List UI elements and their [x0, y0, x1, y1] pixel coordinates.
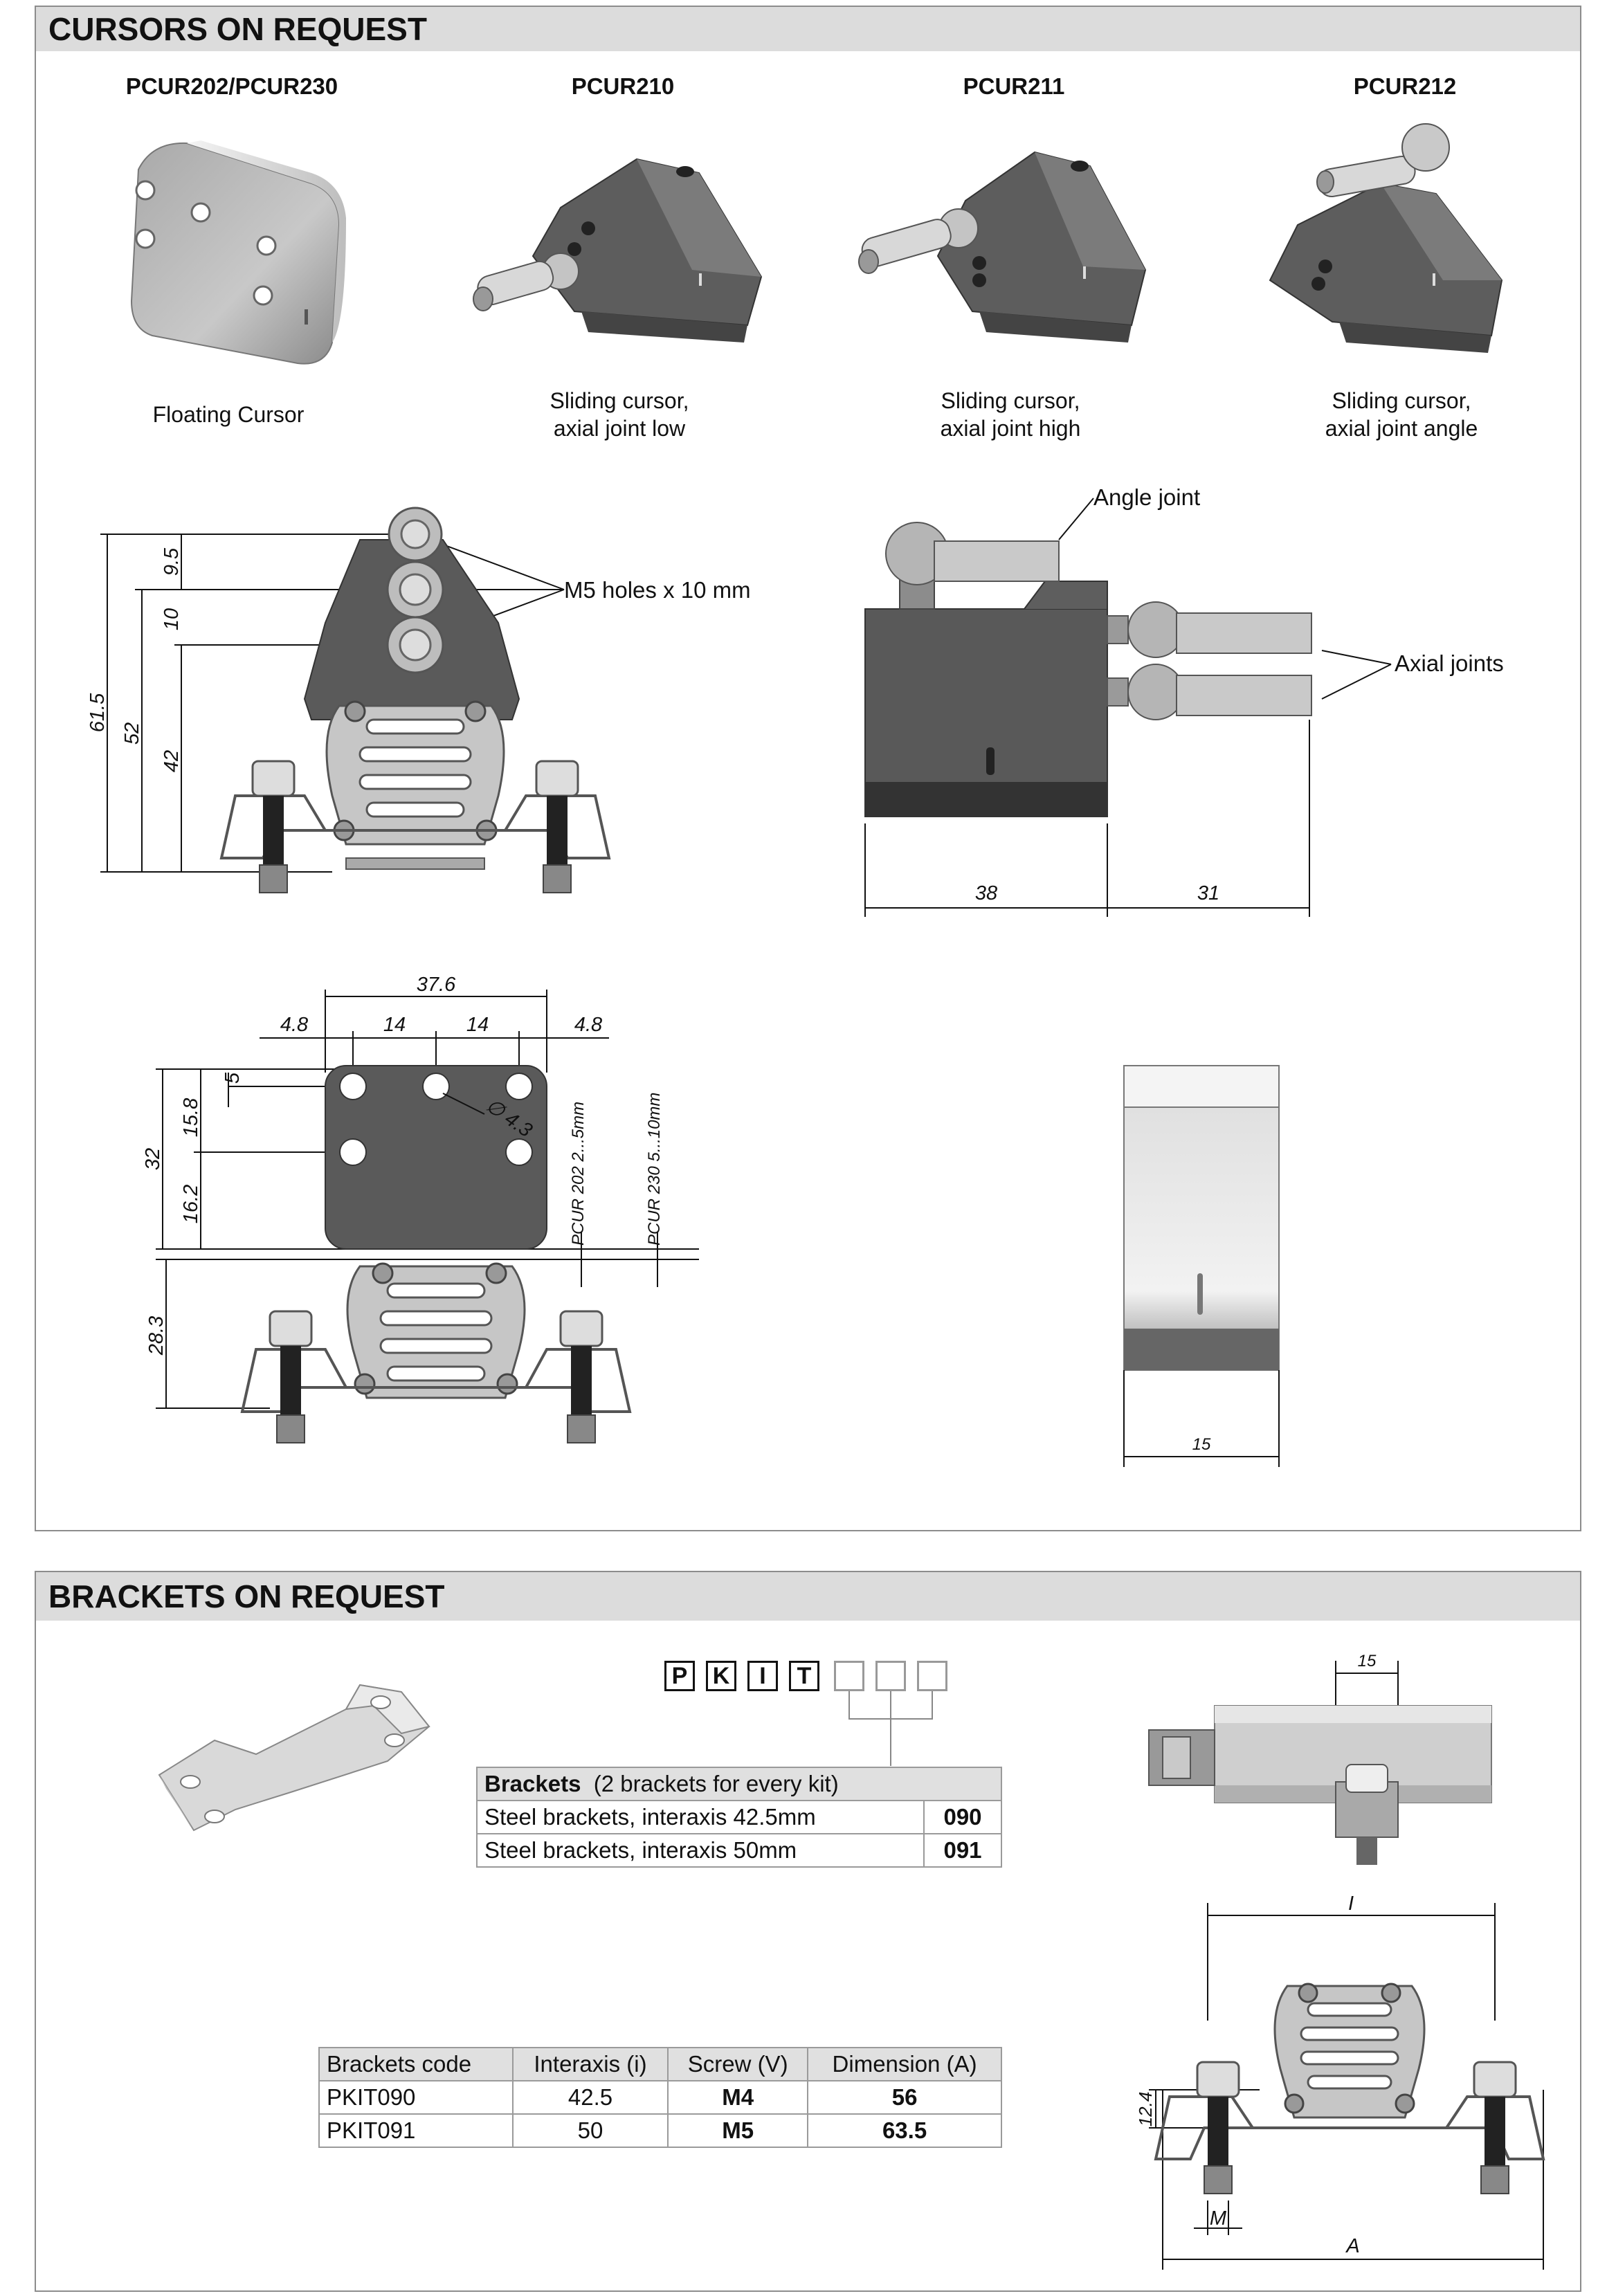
- bracket-image: [158, 1684, 430, 1841]
- axial-joints-callout: Axial joints: [1395, 650, 1504, 676]
- dim-38: 38: [975, 882, 997, 904]
- side-view-drawing: Angle joint Axial joints 38 31: [864, 484, 1504, 917]
- table-header-row: Brackets code Interaxis (i) Screw (V) Di…: [318, 2047, 1002, 2081]
- bracket-spec-table: Brackets code Interaxis (i) Screw (V) Di…: [318, 2047, 1002, 2148]
- product-name-pcur212: PCUR212: [1353, 73, 1457, 99]
- dim-10: 10: [161, 608, 183, 630]
- dim-52: 52: [121, 722, 143, 745]
- code-letter-t: T: [789, 1661, 819, 1691]
- floating-cursor-image: [130, 140, 346, 365]
- bracket-top-view: 15: [1148, 1652, 1492, 1865]
- section-title: CURSORS ON REQUEST: [36, 7, 1580, 51]
- sliding-cursor-high-image: [858, 151, 1147, 343]
- bracket-front-view: I 12.4 M A: [1135, 1893, 1545, 2270]
- dim-31: 31: [1197, 882, 1219, 904]
- brackets-panel: BRACKETS ON REQUEST: [35, 1571, 1581, 2292]
- table-row: Steel brackets, interaxis 50mm 091: [476, 1833, 1002, 1868]
- dim-4-8-left: 4.8: [280, 1014, 308, 1036]
- code-slot-3: [917, 1661, 947, 1691]
- floating-cursor-side-drawing: 15: [1123, 1065, 1280, 1467]
- product-desc-pcur210: Sliding cursor, axial joint low: [550, 388, 689, 441]
- dim-14-a: 14: [383, 1014, 406, 1036]
- dim-12-4: 12.4: [1135, 2092, 1156, 2127]
- pcur230-range: PCUR 230 5...10mm: [645, 1093, 664, 1246]
- product-desc-pcur212: Sliding cursor, axial joint angle: [1325, 388, 1478, 441]
- m5-holes-callout: M5 holes x 10 mm: [564, 577, 751, 603]
- sliding-cursor-low-image: [473, 158, 763, 343]
- bracket-order-table: Brackets (2 brackets for every kit) Stee…: [476, 1767, 1002, 1868]
- dim-9-5: 9.5: [161, 547, 183, 576]
- dim-15-8: 15.8: [180, 1098, 202, 1137]
- code-letter-i: I: [747, 1661, 778, 1691]
- dim-15-top: 15: [1358, 1652, 1377, 1670]
- dim-15-side: 15: [1192, 1435, 1211, 1454]
- order-table-header: Brackets (2 brackets for every kit): [476, 1767, 1002, 1801]
- table-row: Steel brackets, interaxis 42.5mm 090: [476, 1800, 1002, 1834]
- product-desc-pcur202: Floating Cursor: [152, 402, 305, 427]
- product-desc-pcur211: Sliding cursor, axial joint high: [940, 388, 1081, 441]
- pcur202-range: PCUR 202 2...5mm: [569, 1102, 588, 1246]
- angle-joint-callout: Angle joint: [1093, 484, 1200, 510]
- front-view-drawing: 61.5 52 42 10 9.5 M5 holes x 10 mm: [87, 507, 751, 893]
- floating-cursor-drawing: 37.6 4.8 14 14 4.8 32 15.8 16.2 5 28.3 ∅…: [142, 974, 699, 1443]
- product-name-pcur211: PCUR211: [963, 73, 1065, 99]
- code-letter-p: P: [664, 1661, 695, 1691]
- dim-i: I: [1348, 1893, 1354, 1915]
- code-letter-k: K: [706, 1661, 736, 1691]
- dim-4-8-right: 4.8: [574, 1014, 602, 1036]
- sliding-cursor-angle-image: [1269, 123, 1503, 353]
- dim-37-6: 37.6: [417, 974, 456, 996]
- dim-32: 32: [142, 1148, 164, 1170]
- dim-42: 42: [161, 750, 183, 772]
- product-name-pcur210: PCUR210: [571, 73, 675, 99]
- product-name-pcur202: PCUR202/PCUR230: [125, 73, 338, 99]
- dim-16-2: 16.2: [180, 1185, 202, 1223]
- dim-14-b: 14: [466, 1014, 489, 1036]
- code-connector-lines: [848, 1691, 933, 1766]
- dim-m: M: [1210, 2207, 1227, 2230]
- dim-61-5: 61.5: [87, 693, 109, 732]
- code-slot-2: [875, 1661, 906, 1691]
- code-slot-1: [834, 1661, 864, 1691]
- dim-28-3: 28.3: [145, 1316, 167, 1356]
- dim-5: 5: [221, 1072, 244, 1084]
- dim-a: A: [1345, 2235, 1359, 2257]
- table-row: PKIT090 42.5 M4 56: [318, 2080, 1002, 2115]
- section-title: BRACKETS ON REQUEST: [36, 1572, 1580, 1621]
- table-row: PKIT091 50 M5 63.5: [318, 2113, 1002, 2148]
